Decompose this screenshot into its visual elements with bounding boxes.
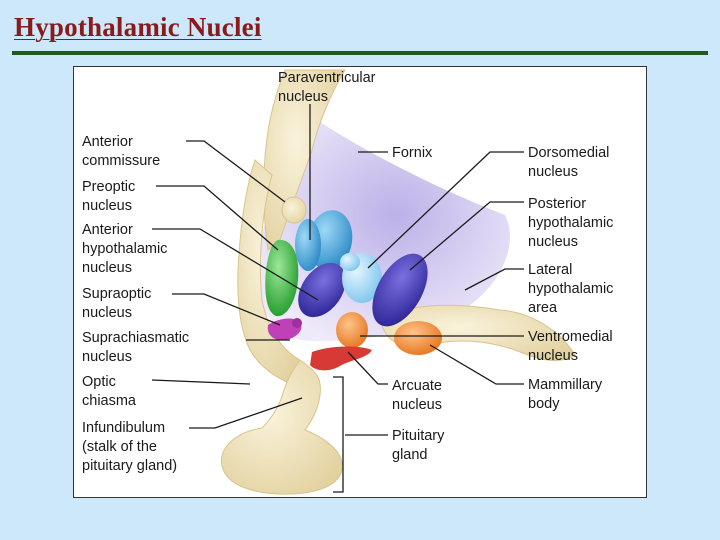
label-line: pituitary gland) bbox=[82, 458, 177, 474]
label-line: Arcuate bbox=[392, 378, 442, 394]
label-line: Preoptic bbox=[82, 179, 135, 195]
label-suprachiasmatic: Suprachiasmatic nucleus bbox=[82, 330, 189, 365]
label-line: chiasma bbox=[82, 393, 137, 409]
leader-anterior-commissure bbox=[186, 140, 286, 203]
label-ventromedial: Ventromedial nucleus bbox=[528, 329, 613, 364]
label-fornix: Fornix bbox=[392, 145, 433, 161]
label-arcuate: Arcuate nucleus bbox=[392, 378, 442, 413]
infundibulum-and-pituitary bbox=[220, 359, 343, 495]
label-mammillary: Mammillary body bbox=[528, 377, 603, 412]
label-line: Optic bbox=[82, 374, 116, 390]
label-line: nucleus bbox=[82, 198, 132, 214]
label-line: (stalk of the bbox=[82, 439, 157, 455]
label-line: Suprachiasmatic bbox=[82, 330, 189, 346]
label-line: nucleus bbox=[528, 234, 578, 250]
label-line: Supraoptic bbox=[82, 286, 151, 302]
label-paraventricular: Paraventricular nucleus bbox=[278, 70, 376, 105]
label-line: nucleus bbox=[82, 305, 132, 321]
label-preoptic: Preoptic nucleus bbox=[82, 179, 135, 214]
label-line: nucleus bbox=[392, 397, 442, 413]
label-line: body bbox=[528, 396, 560, 412]
label-line: Paraventricular bbox=[278, 70, 376, 86]
posterior-hypothalamic-nucleus-shape bbox=[372, 253, 428, 327]
paraventricular-nucleus-shape-2 bbox=[295, 219, 321, 271]
leader-posterior-hypothalamic bbox=[409, 201, 524, 271]
label-line: Anterior bbox=[82, 222, 133, 238]
label-line: Dorsomedial bbox=[528, 145, 609, 161]
label-anterior-hypothalamic: Anterior hypothalamic nucleus bbox=[82, 222, 167, 276]
label-line: Anterior bbox=[82, 134, 133, 150]
leader-anterior-hypothalamic bbox=[152, 228, 319, 301]
label-dorsomedial: Dorsomedial nucleus bbox=[528, 145, 609, 180]
label-line: nucleus bbox=[528, 348, 578, 364]
leader-supraoptic bbox=[172, 293, 281, 326]
label-lateral-hypothalamic: Lateral hypothalamic area bbox=[528, 262, 613, 316]
leader-infundibulum bbox=[189, 397, 303, 429]
label-posterior-hypothalamic: Posterior hypothalamic nucleus bbox=[528, 196, 613, 250]
dorsomedial-nucleus-shape-2 bbox=[340, 253, 360, 271]
leader-dorsomedial bbox=[367, 151, 524, 269]
pituitary-bracket bbox=[333, 376, 344, 493]
label-supraoptic: Supraoptic nucleus bbox=[82, 286, 151, 321]
leader-arcuate bbox=[347, 351, 388, 385]
anterior-hypothalamic-nucleus-shape bbox=[298, 262, 346, 318]
slide-title: Hypothalamic Nuclei bbox=[14, 12, 262, 42]
supraoptic-nucleus-shape bbox=[292, 318, 302, 328]
mammillary-body-shape bbox=[394, 321, 442, 355]
label-line: hypothalamic bbox=[82, 241, 167, 257]
leader-lateral-hypothalamic bbox=[464, 268, 524, 291]
label-line: Mammillary bbox=[528, 377, 603, 393]
label-line: Fornix bbox=[392, 145, 433, 161]
arcuate-nucleus-shape bbox=[310, 346, 372, 371]
label-line: nucleus bbox=[278, 89, 328, 105]
label-line: nucleus bbox=[82, 260, 132, 276]
label-line: Pituitary bbox=[392, 428, 445, 444]
label-line: Infundibulum bbox=[82, 420, 165, 436]
label-anterior-commissure: Anterior commissure bbox=[82, 134, 160, 169]
leader-mammillary bbox=[429, 344, 524, 385]
label-line: gland bbox=[392, 447, 427, 463]
anterior-commissure-shape bbox=[281, 196, 307, 224]
label-line: Posterior bbox=[528, 196, 586, 212]
leader-preoptic bbox=[156, 185, 279, 251]
ventromedial-nucleus-shape bbox=[336, 312, 368, 348]
label-line: area bbox=[528, 300, 558, 316]
label-optic-chiasma: Optic chiasma bbox=[82, 374, 137, 409]
label-line: nucleus bbox=[528, 164, 578, 180]
label-line: Lateral bbox=[528, 262, 572, 278]
label-line: nucleus bbox=[82, 349, 132, 365]
label-line: hypothalamic bbox=[528, 281, 613, 297]
leader-optic-chiasma bbox=[151, 379, 251, 385]
label-pituitary: Pituitary gland bbox=[392, 428, 445, 463]
label-line: commissure bbox=[82, 153, 160, 169]
label-line: hypothalamic bbox=[528, 215, 613, 231]
label-line: Ventromedial bbox=[528, 329, 613, 345]
label-infundibulum: Infundibulum (stalk of the pituitary gland… bbox=[82, 420, 177, 474]
title-divider bbox=[12, 51, 708, 55]
